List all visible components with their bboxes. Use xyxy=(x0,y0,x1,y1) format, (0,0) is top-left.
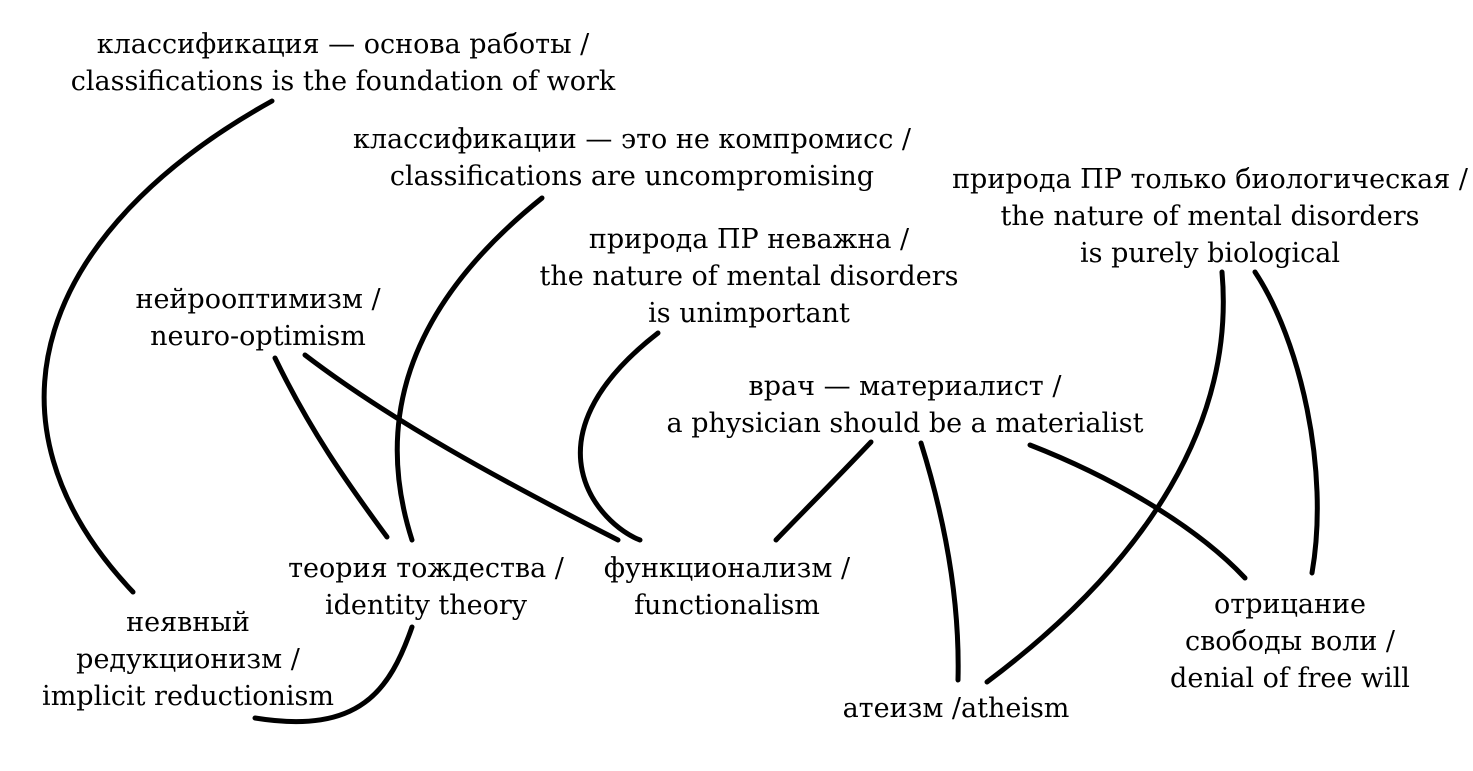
node-neuro-optimism: нейрооптимизм / neuro-optimism xyxy=(135,281,380,355)
node-text: нейрооптимизм / xyxy=(135,284,381,315)
node-text: классификации — это не компромисс / xyxy=(352,124,912,155)
node-text: врач — материалист / xyxy=(748,371,1062,402)
node-text: is unimportant xyxy=(648,298,850,329)
node-text: a physician should be a materialist xyxy=(666,408,1144,439)
node-text: functionalism xyxy=(634,590,820,621)
node-text: classifications are uncompromising xyxy=(389,161,875,192)
node-text: neuro-optimism xyxy=(150,321,366,352)
node-text: the nature of mental disorders xyxy=(539,261,959,292)
node-denial-free-will: отрицание свободы воли / denial of free … xyxy=(1170,586,1410,697)
node-text: природа ПР только биологическая / xyxy=(952,164,1468,195)
edge-nature-biological-to-atheism xyxy=(984,269,1226,685)
edge-physician-materialist-to-functionalism xyxy=(773,439,874,543)
node-text: свободы воли / xyxy=(1184,626,1396,657)
edge-physician-materialist-to-denial-free-will xyxy=(1027,442,1248,581)
node-classification-uncompromising: классификации — это не компромисс / clas… xyxy=(353,121,911,195)
edge-nature-unimportant-to-functionalism xyxy=(577,330,661,543)
node-text: identity theory xyxy=(324,590,528,621)
node-text: the nature of mental disorders xyxy=(1000,201,1420,232)
edge-physician-materialist-to-atheism xyxy=(918,440,961,683)
edge-identity-theory-to-implicit-reductionism xyxy=(252,624,415,725)
node-text: implicit reductionism xyxy=(42,681,334,712)
node-text: природа ПР неважна / xyxy=(588,224,910,255)
edge-nature-biological-to-denial-free-will xyxy=(1252,269,1320,576)
node-text: отрицание xyxy=(1214,589,1366,620)
node-text: функционализм / xyxy=(603,553,851,584)
edge-neuro-optimism-to-identity-theory xyxy=(272,355,390,540)
edge-classification-uncompromising-to-identity-theory xyxy=(394,195,545,543)
node-text: теория тождества / xyxy=(288,553,564,584)
node-functionalism: функционализм / functionalism xyxy=(604,550,850,624)
node-text: классификация — основа работы / xyxy=(96,29,590,60)
node-implicit-reductionism: неявный редукционизм / implicit reductio… xyxy=(42,604,334,715)
node-text: неявный xyxy=(126,607,250,638)
node-classification-basis: классификация — основа работы / classifi… xyxy=(71,26,615,100)
edge-neuro-optimism-to-functionalism xyxy=(302,352,621,543)
node-text: denial of free will xyxy=(1170,663,1410,694)
node-atheism: атеизм /atheism xyxy=(843,690,1070,727)
node-text: is purely biological xyxy=(1080,238,1340,269)
node-identity-theory: теория тождества / identity theory xyxy=(288,550,564,624)
node-text: classifications is the foundation of wor… xyxy=(70,66,616,97)
node-nature-biological: природа ПР только биологическая / the na… xyxy=(952,161,1468,272)
node-nature-unimportant: природа ПР неважна / the nature of menta… xyxy=(540,221,959,332)
node-text: редукционизм / xyxy=(76,644,300,675)
edge-classification-basis-to-implicit-reductionism xyxy=(41,98,275,595)
node-physician-materialist: врач — материалист / a physician should … xyxy=(667,368,1144,442)
node-text: атеизм /atheism xyxy=(842,693,1070,724)
